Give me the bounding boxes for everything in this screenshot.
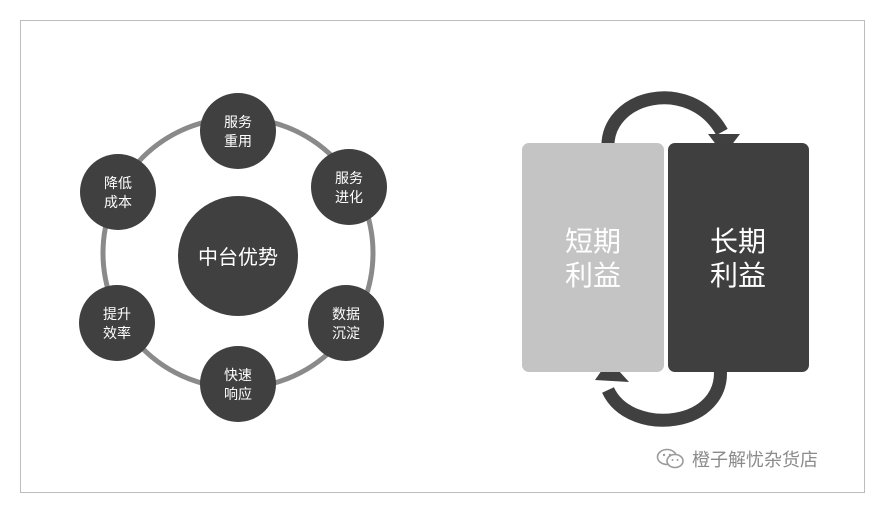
node-label-line2: 响应 <box>224 386 252 403</box>
node-data-accumulation: 数据 沉淀 <box>308 285 384 361</box>
node-label-line1: 服务 <box>224 115 252 131</box>
node-circle <box>79 285 155 361</box>
node-label-line2: 重用 <box>224 134 252 150</box>
short-term-label: 短期 利益 <box>565 225 621 292</box>
node-circle <box>200 346 276 422</box>
interest-cycle-diagram: 短期 利益 长期 利益 <box>522 91 809 427</box>
long-term-label: 长期 利益 <box>710 225 766 292</box>
advantages-cycle-diagram: 中台优势 服务 重用 服务 进化 数据 沉淀 快速 响应 提升 效率 <box>79 93 387 422</box>
node-label-line1: 降低 <box>104 176 132 192</box>
node-service-reuse: 服务 重用 <box>200 93 276 169</box>
node-label-line1: 快速 <box>224 368 252 384</box>
short-term-line2: 利益 <box>565 259 621 292</box>
node-label-line2: 沉淀 <box>332 326 360 342</box>
long-term-line1: 长期 <box>710 225 766 258</box>
node-label-line2: 成本 <box>104 195 132 211</box>
node-fast-response: 快速 响应 <box>200 346 276 422</box>
short-term-panel <box>522 143 664 372</box>
node-service-evolution: 服务 进化 <box>311 149 387 225</box>
node-reduce-cost: 降低 成本 <box>80 154 156 230</box>
node-circle <box>308 285 384 361</box>
long-term-line2: 利益 <box>710 259 766 292</box>
node-label-line1: 提升 <box>103 307 131 323</box>
short-term-line1: 短期 <box>565 225 621 258</box>
node-label-line2: 进化 <box>335 190 363 206</box>
watermark: 橙子解忧杂货店 <box>656 446 818 472</box>
node-label-line1: 数据 <box>332 307 360 323</box>
top-cycle-arrow <box>601 91 728 151</box>
node-label-line2: 效率 <box>103 325 131 342</box>
node-improve-efficiency: 提升 效率 <box>79 285 155 361</box>
node-circle <box>80 154 156 230</box>
long-term-panel <box>668 143 809 372</box>
watermark-text: 橙子解忧杂货店 <box>692 450 818 471</box>
bottom-cycle-arrow <box>602 365 727 427</box>
center-label: 中台优势 <box>198 245 278 269</box>
node-circle <box>200 93 276 169</box>
center-circle <box>178 196 298 316</box>
center-node: 中台优势 <box>178 196 298 316</box>
node-label-line1: 服务 <box>335 171 363 187</box>
wechat-icon <box>656 448 684 469</box>
node-circle <box>311 149 387 225</box>
